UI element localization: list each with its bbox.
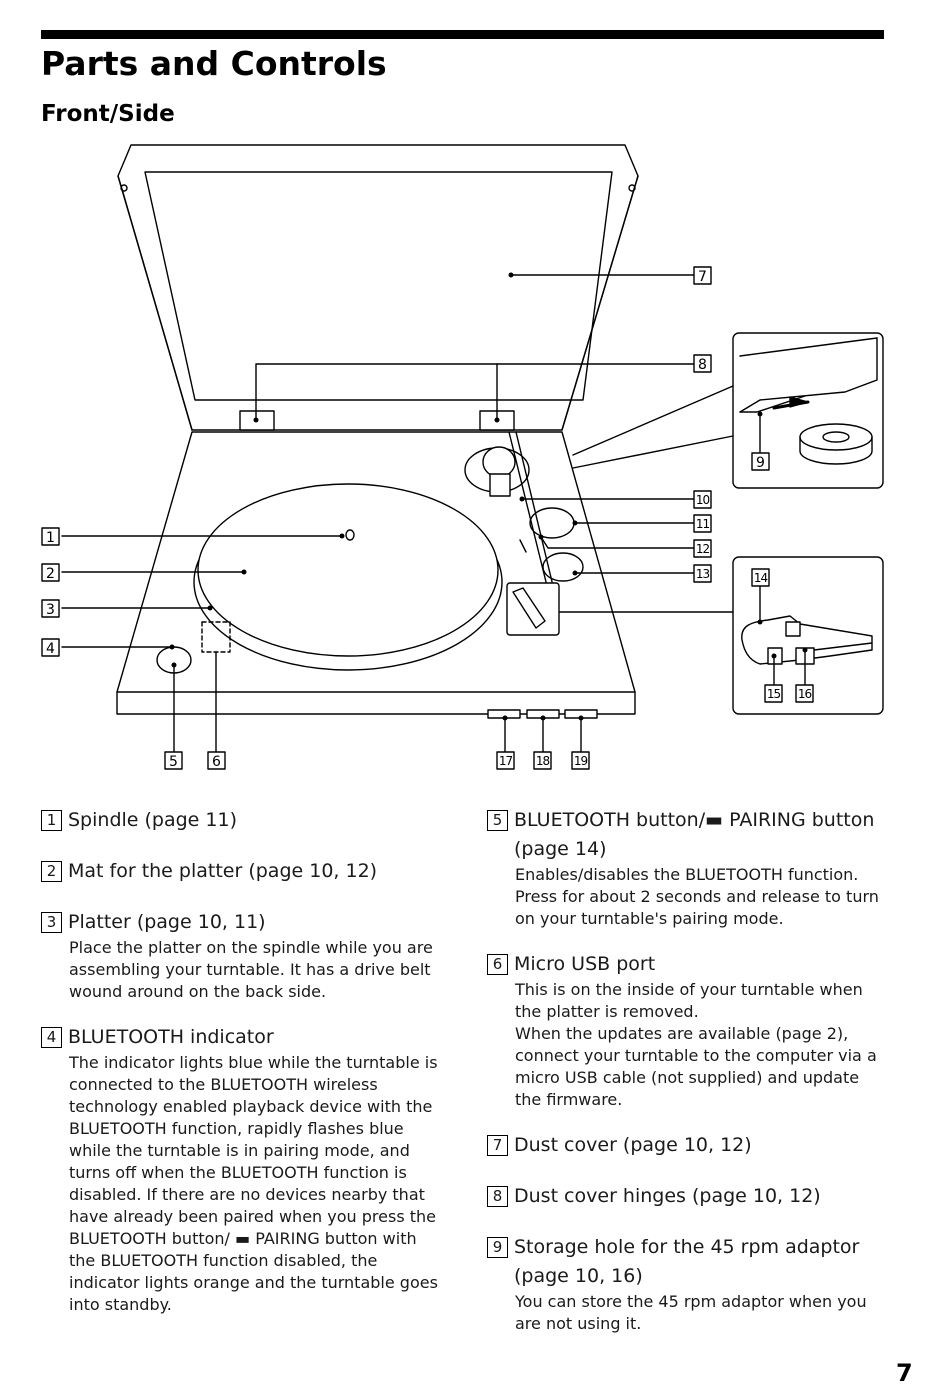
callout-10: 10 xyxy=(696,493,710,507)
callout-leaders xyxy=(61,274,806,753)
part-title: Micro USB port xyxy=(514,953,656,975)
part-item-micro-usb-port: 6 Micro USB port This is on the inside of… xyxy=(487,950,887,1111)
part-title: Platter (page 10, 11) xyxy=(68,911,266,933)
part-title: Dust cover hinges (page 10, 12) xyxy=(514,1185,821,1207)
callout-6: 6 xyxy=(212,754,221,770)
part-title: BLUETOOTH indicator xyxy=(68,1026,274,1048)
callout-dots xyxy=(169,272,808,721)
part-description: This is on the inside of your turntable … xyxy=(515,980,877,1109)
callout-14: 14 xyxy=(754,571,768,585)
parts-list-left: 1 Spindle (page 11) 2 Mat for the platter … xyxy=(41,806,441,1316)
callout-17: 17 xyxy=(499,754,513,768)
part-item-platter: 3 Platter (page 10, 11) Place the platter… xyxy=(41,908,441,1003)
part-number-badge: 4 xyxy=(41,1027,62,1048)
page-number: 7 xyxy=(896,1359,913,1387)
callout-11: 11 xyxy=(696,517,710,531)
turntable-diagram: 1 2 3 4 5 6 7 8 9 10 11 12 13 14 15 16 1… xyxy=(41,144,884,770)
callout-5: 5 xyxy=(169,754,178,770)
part-title: Mat for the platter (page 10, 12) xyxy=(68,860,378,882)
part-description: Place the platter on the spindle while y… xyxy=(69,938,433,1001)
part-number-badge: 8 xyxy=(487,1186,508,1207)
part-number-badge: 9 xyxy=(487,1237,508,1258)
page-title: Parts and Controls xyxy=(41,44,387,83)
parts-list-right: 5 BLUETOOTH button/▬ PAIRING button (page… xyxy=(487,806,887,1335)
part-item-bluetooth-button: 5 BLUETOOTH button/▬ PAIRING button (page… xyxy=(487,806,887,930)
callout-boxes xyxy=(41,266,814,770)
callout-4: 4 xyxy=(46,641,55,657)
part-title: Spindle (page 11) xyxy=(68,809,238,831)
callout-7: 7 xyxy=(698,269,707,285)
callout-3: 3 xyxy=(46,602,55,618)
part-description: The indicator lights blue while the turn… xyxy=(69,1053,438,1314)
callout-1: 1 xyxy=(46,530,55,546)
part-item-dust-cover: 7 Dust cover (page 10, 12) xyxy=(487,1131,887,1160)
part-title: Storage hole for the 45 rpm adaptor (pag… xyxy=(514,1236,860,1287)
callout-12: 12 xyxy=(696,542,710,556)
part-title: BLUETOOTH button/▬ PAIRING button (page … xyxy=(514,809,875,860)
part-number-badge: 3 xyxy=(41,912,62,933)
callout-9: 9 xyxy=(756,455,765,471)
callout-18: 18 xyxy=(536,754,550,768)
part-description: Enables/disables the BLUETOOTH function.… xyxy=(515,865,879,928)
part-item-mat: 2 Mat for the platter (page 10, 12) xyxy=(41,857,441,886)
cartridge-zoom xyxy=(559,556,884,715)
part-item-adaptor-storage: 9 Storage hole for the 45 rpm adaptor (pa… xyxy=(487,1233,887,1335)
part-description: You can store the 45 rpm adaptor when yo… xyxy=(515,1292,867,1333)
part-number-badge: 1 xyxy=(41,810,62,831)
part-number-badge: 5 xyxy=(487,810,508,831)
tonearm-drawing xyxy=(464,431,584,636)
callout-16: 16 xyxy=(798,687,812,701)
part-number-badge: 7 xyxy=(487,1135,508,1156)
part-item-spindle: 1 Spindle (page 11) xyxy=(41,806,441,835)
callout-13: 13 xyxy=(696,567,710,581)
callout-2: 2 xyxy=(46,566,55,582)
callout-19: 19 xyxy=(574,754,588,768)
platter-drawing xyxy=(193,483,503,671)
callout-8: 8 xyxy=(698,357,707,373)
part-item-bluetooth-indicator: 4 BLUETOOTH indicator The indicator light… xyxy=(41,1023,441,1316)
part-item-dust-cover-hinges: 8 Dust cover hinges (page 10, 12) xyxy=(487,1182,887,1211)
top-rule xyxy=(41,30,884,39)
part-title: Dust cover (page 10, 12) xyxy=(514,1134,752,1156)
dust-cover-drawing xyxy=(117,144,639,431)
part-number-badge: 2 xyxy=(41,861,62,882)
part-number-badge: 6 xyxy=(487,954,508,975)
callout-15: 15 xyxy=(767,687,781,701)
section-title: Front/Side xyxy=(41,101,175,127)
adaptor-storage-zoom xyxy=(572,332,884,489)
